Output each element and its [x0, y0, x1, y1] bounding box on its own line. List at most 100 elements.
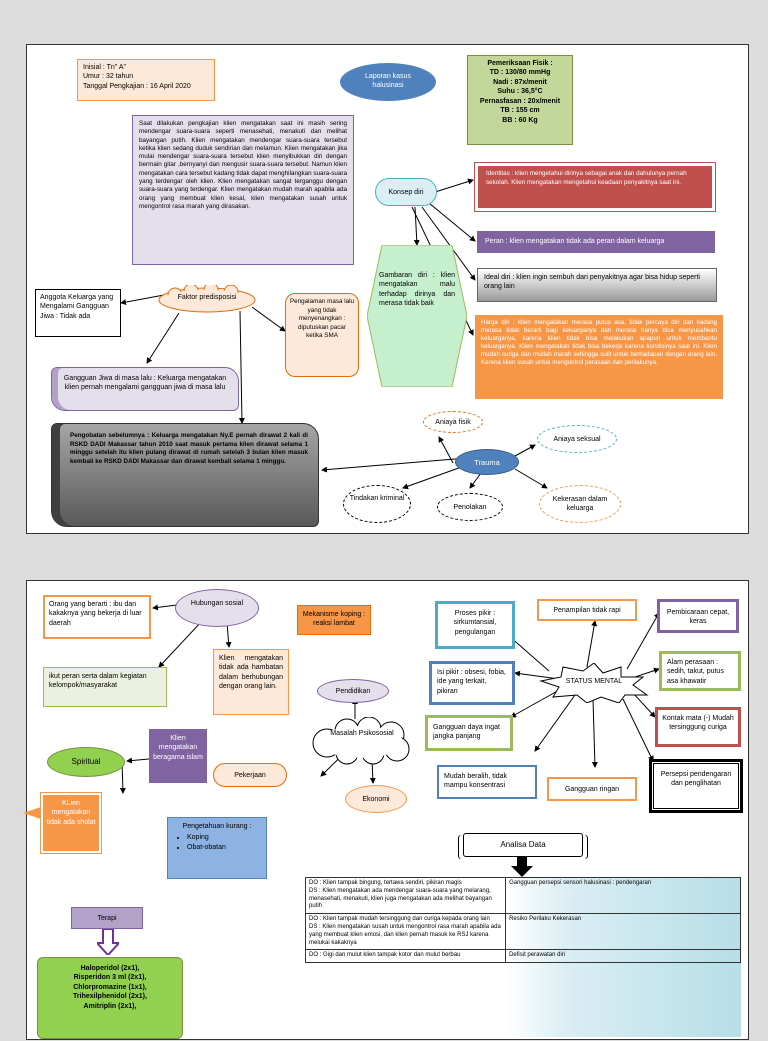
analisa-data-table: DO : Klien tampak bingung, tertawa sendi…	[304, 876, 741, 1037]
tindakan-kriminal-node: Tindakan kriminal	[343, 485, 411, 523]
identitas-line: Umur : 32 tahun	[83, 73, 134, 81]
alam-perasaan-box: Alam perasaan : sedih, takut, putus asa …	[659, 651, 741, 691]
proses-pikir-text: Proses pikir : sirkumtansial, pengulanga…	[453, 610, 497, 636]
daya-ingat-box: Gangguan daya ingat jangka panjang	[425, 715, 513, 751]
pemeriksaan-line: BB : 60 Kg	[502, 116, 538, 124]
faktor-predisposisi-node: Faktor predisposisi	[157, 293, 257, 307]
data-cell: DO : Klien tampak mudah tersinggung dan …	[304, 913, 507, 951]
spiritual-label: Spiritual	[71, 757, 101, 766]
orang-berarti-box: Orang yang berarti : ibu dan kakaknya ya…	[43, 595, 151, 639]
peran-text: Peran : klien mengatakan tidak ada peran…	[485, 238, 665, 245]
faktor-predisposisi-label: Faktor predisposisi	[177, 294, 237, 301]
analisa-table: DO : Klien tampak bingung, tertawa sendi…	[304, 876, 741, 964]
peran-serta-text: ikut peran serta dalam kegiatan kelompok…	[49, 673, 147, 690]
mudah-beralih-box: Mudah beralih, tidak mampu konsentrasi	[437, 765, 537, 799]
identitas-line: Inisial : Tn" A"	[83, 64, 126, 71]
proses-pikir-box: Proses pikir : sirkumtansial, pengulanga…	[435, 601, 515, 649]
analisa-data-banner: Analisa Data	[463, 833, 583, 857]
obat-item: Trihexilphenidol (2x1),	[73, 993, 147, 1001]
arrow-down-icon	[511, 857, 533, 877]
obat-item: Risperidon 3 ml (2x1),	[73, 974, 147, 982]
isi-pikir-text: Isi pikir : obsesi, fobia, ide yang terk…	[437, 669, 506, 695]
kekerasan-node: Kekerasan dalam keluarga	[539, 485, 621, 523]
masalah-cell: Gangguan persepsi sensori halusinasi : p…	[505, 876, 741, 915]
gangguan-jiwa-text: Gangguan Jiwa di masa lalu : Keluarga me…	[63, 375, 227, 392]
penolakan-node: Penolakan	[437, 493, 503, 521]
daya-ingat-text: Gangguan daya ingat jangka panjang	[433, 724, 500, 741]
masalah-cell: Resiko Perilaku Kekerasan	[505, 913, 741, 951]
pengkajian-box: Saat dilakukan pengkajian klien mengatak…	[132, 115, 354, 265]
pengobatan-text: Pengobatan sebelumnya : Keluarga mengata…	[70, 432, 308, 465]
data-cell: DO : Gigi dan mulut klien tampak kotor d…	[304, 949, 507, 964]
pengetahuan-title: Pengetahuan kurang :	[182, 823, 252, 830]
identitas-diri-text: Identitas : klien mengetahui dirinya seb…	[486, 170, 687, 186]
mekanisme-koping-text: Mekanisme koping : reaksi lambat	[302, 611, 366, 628]
gangguan-ringan-box: Gangguan ringan	[547, 777, 637, 801]
pemeriksaan-fisik-note: Pemeriksaan Fisik : TD : 130/80 mmHg Nad…	[467, 55, 573, 145]
arrow-down-icon	[97, 929, 119, 955]
pemeriksaan-line: TB : 155 cm	[500, 107, 540, 115]
tidak-ada-hambatan-text: Klien mengatakan tidak ada hambatan dala…	[219, 655, 283, 691]
ekonomi-label: Ekonomi	[362, 796, 390, 803]
aniaya-fisik-label: Aniaya fisik	[435, 419, 471, 426]
pemeriksaan-line: Pernasfasan : 20x/menit	[479, 97, 561, 105]
terapi-box: Terapi	[71, 907, 143, 929]
table-row: DO : Klien tampak mudah tersinggung dan …	[304, 913, 741, 951]
harga-diri-box: Harga diri : klien mengatakan merasa put…	[475, 315, 723, 399]
pengobatan-scroll: Pengobatan sebelumnya : Keluarga mengata…	[51, 423, 319, 527]
concept-map-page-1: Inisial : Tn" A" Umur : 32 tahun Tanggal…	[26, 44, 749, 534]
pembicaraan-text: Pembicaraan cepat, keras	[666, 609, 730, 626]
obat-item: Amitriplin (2x1),	[83, 1002, 137, 1010]
anggota-keluarga-text: Anggota Keluarga yang Mengalami Gangguan…	[40, 294, 114, 320]
konsep-diri-node: Konsep diri	[375, 178, 437, 206]
persepsi-box: Persepsi pendengaran dan penglihatan	[649, 759, 743, 813]
aniaya-seksual-node: Aniaya seksual	[537, 425, 617, 453]
ideal-diri-text: Ideal diri : klien ingin sembuh dari pen…	[484, 274, 700, 291]
pemeriksaan-line: Suhu : 36,5°C	[497, 88, 543, 96]
status-mental-node: STATUS MENTAL	[549, 677, 639, 691]
obat-item: Chlorpromazine (1x1),	[73, 983, 147, 991]
connector-lines	[120, 178, 548, 490]
pekerjaan-node: Pekerjaan	[213, 763, 287, 787]
persepsi-text: Persepsi pendengaran dan penglihatan	[660, 771, 732, 788]
pendidikan-label: Pendidikan	[335, 688, 371, 695]
gambaran-diri-hexagon	[367, 245, 467, 387]
mekanisme-koping-box: Mekanisme koping : reaksi lambat	[297, 605, 371, 635]
aniaya-fisik-node: Aniaya fisik	[423, 411, 483, 433]
gambaran-diri-text-box: Gambaran diri : klien mengatakan malu te…	[379, 271, 455, 367]
alam-perasaan-text: Alam perasaan : sedih, takut, putus asa …	[667, 659, 724, 685]
pengetahuan-box: Pengetahuan kurang : Koping Obat-obatan	[167, 817, 267, 879]
hubungan-sosial-bubble: Hubungan sosial	[175, 589, 259, 627]
trauma-label: Trauma	[474, 458, 500, 467]
laporan-kasus-label: Laporan kasus halusinasi	[365, 73, 411, 90]
identitas-diri-box: Identitas : klien mengetahui dirinya seb…	[474, 162, 716, 212]
penampilan-box: Penampilan tidak rapi	[537, 599, 637, 621]
gangguan-jiwa-scroll: Gangguan Jiwa di masa lalu : Keluarga me…	[51, 367, 239, 411]
beragama-box: Klien mengatakan beragama islam	[149, 729, 207, 783]
ekonomi-node: Ekonomi	[345, 785, 407, 813]
kontak-mata-text: Kontak mata (-) Mudah tersinggung curiga	[662, 715, 734, 732]
peran-box: Peran : klien mengatakan tidak ada peran…	[477, 231, 715, 253]
konsep-diri-label: Konsep diri	[388, 189, 424, 196]
gambaran-diri-text: Gambaran diri : klien mengatakan malu te…	[379, 272, 455, 308]
orang-berarti-text: Orang yang berarti : ibu dan kakaknya ya…	[49, 601, 142, 627]
anggota-keluarga-box: Anggota Keluarga yang Mengalami Gangguan…	[35, 289, 121, 337]
pemeriksaan-line: Nadi : 87x/menit	[493, 78, 547, 86]
tidak-sholat-box: KLien mengatakan tidak ada sholat	[40, 792, 102, 854]
masalah-cloud-shape	[312, 717, 410, 765]
faktor-cloud-shape	[158, 285, 256, 313]
concept-map-page-2: Orang yang berarti : ibu dan kakaknya ya…	[23, 580, 749, 1040]
trauma-node: Trauma	[455, 449, 519, 475]
status-mental-star	[539, 663, 649, 703]
harga-diri-text: Harga diri : klien mengatakan merasa put…	[481, 319, 717, 367]
masalah-cell: Defisit perawatan diri	[505, 949, 741, 964]
mudah-beralih-text: Mudah beralih, tidak mampu konsentrasi	[444, 773, 508, 790]
tidak-ada-hambatan-box: Klien mengatakan tidak ada hambatan dala…	[213, 649, 289, 715]
pekerjaan-label: Pekerjaan	[234, 772, 266, 779]
peran-serta-box: ikut peran serta dalam kegiatan kelompok…	[43, 667, 167, 707]
spiritual-node: Spiritual	[47, 747, 125, 777]
identitas-box: Inisial : Tn" A" Umur : 32 tahun Tanggal…	[77, 59, 215, 101]
pengetahuan-item: Obat-obatan	[187, 843, 261, 852]
beragama-text: Klien mengatakan beragama islam	[153, 735, 203, 761]
penampilan-text: Penampilan tidak rapi	[553, 607, 621, 614]
